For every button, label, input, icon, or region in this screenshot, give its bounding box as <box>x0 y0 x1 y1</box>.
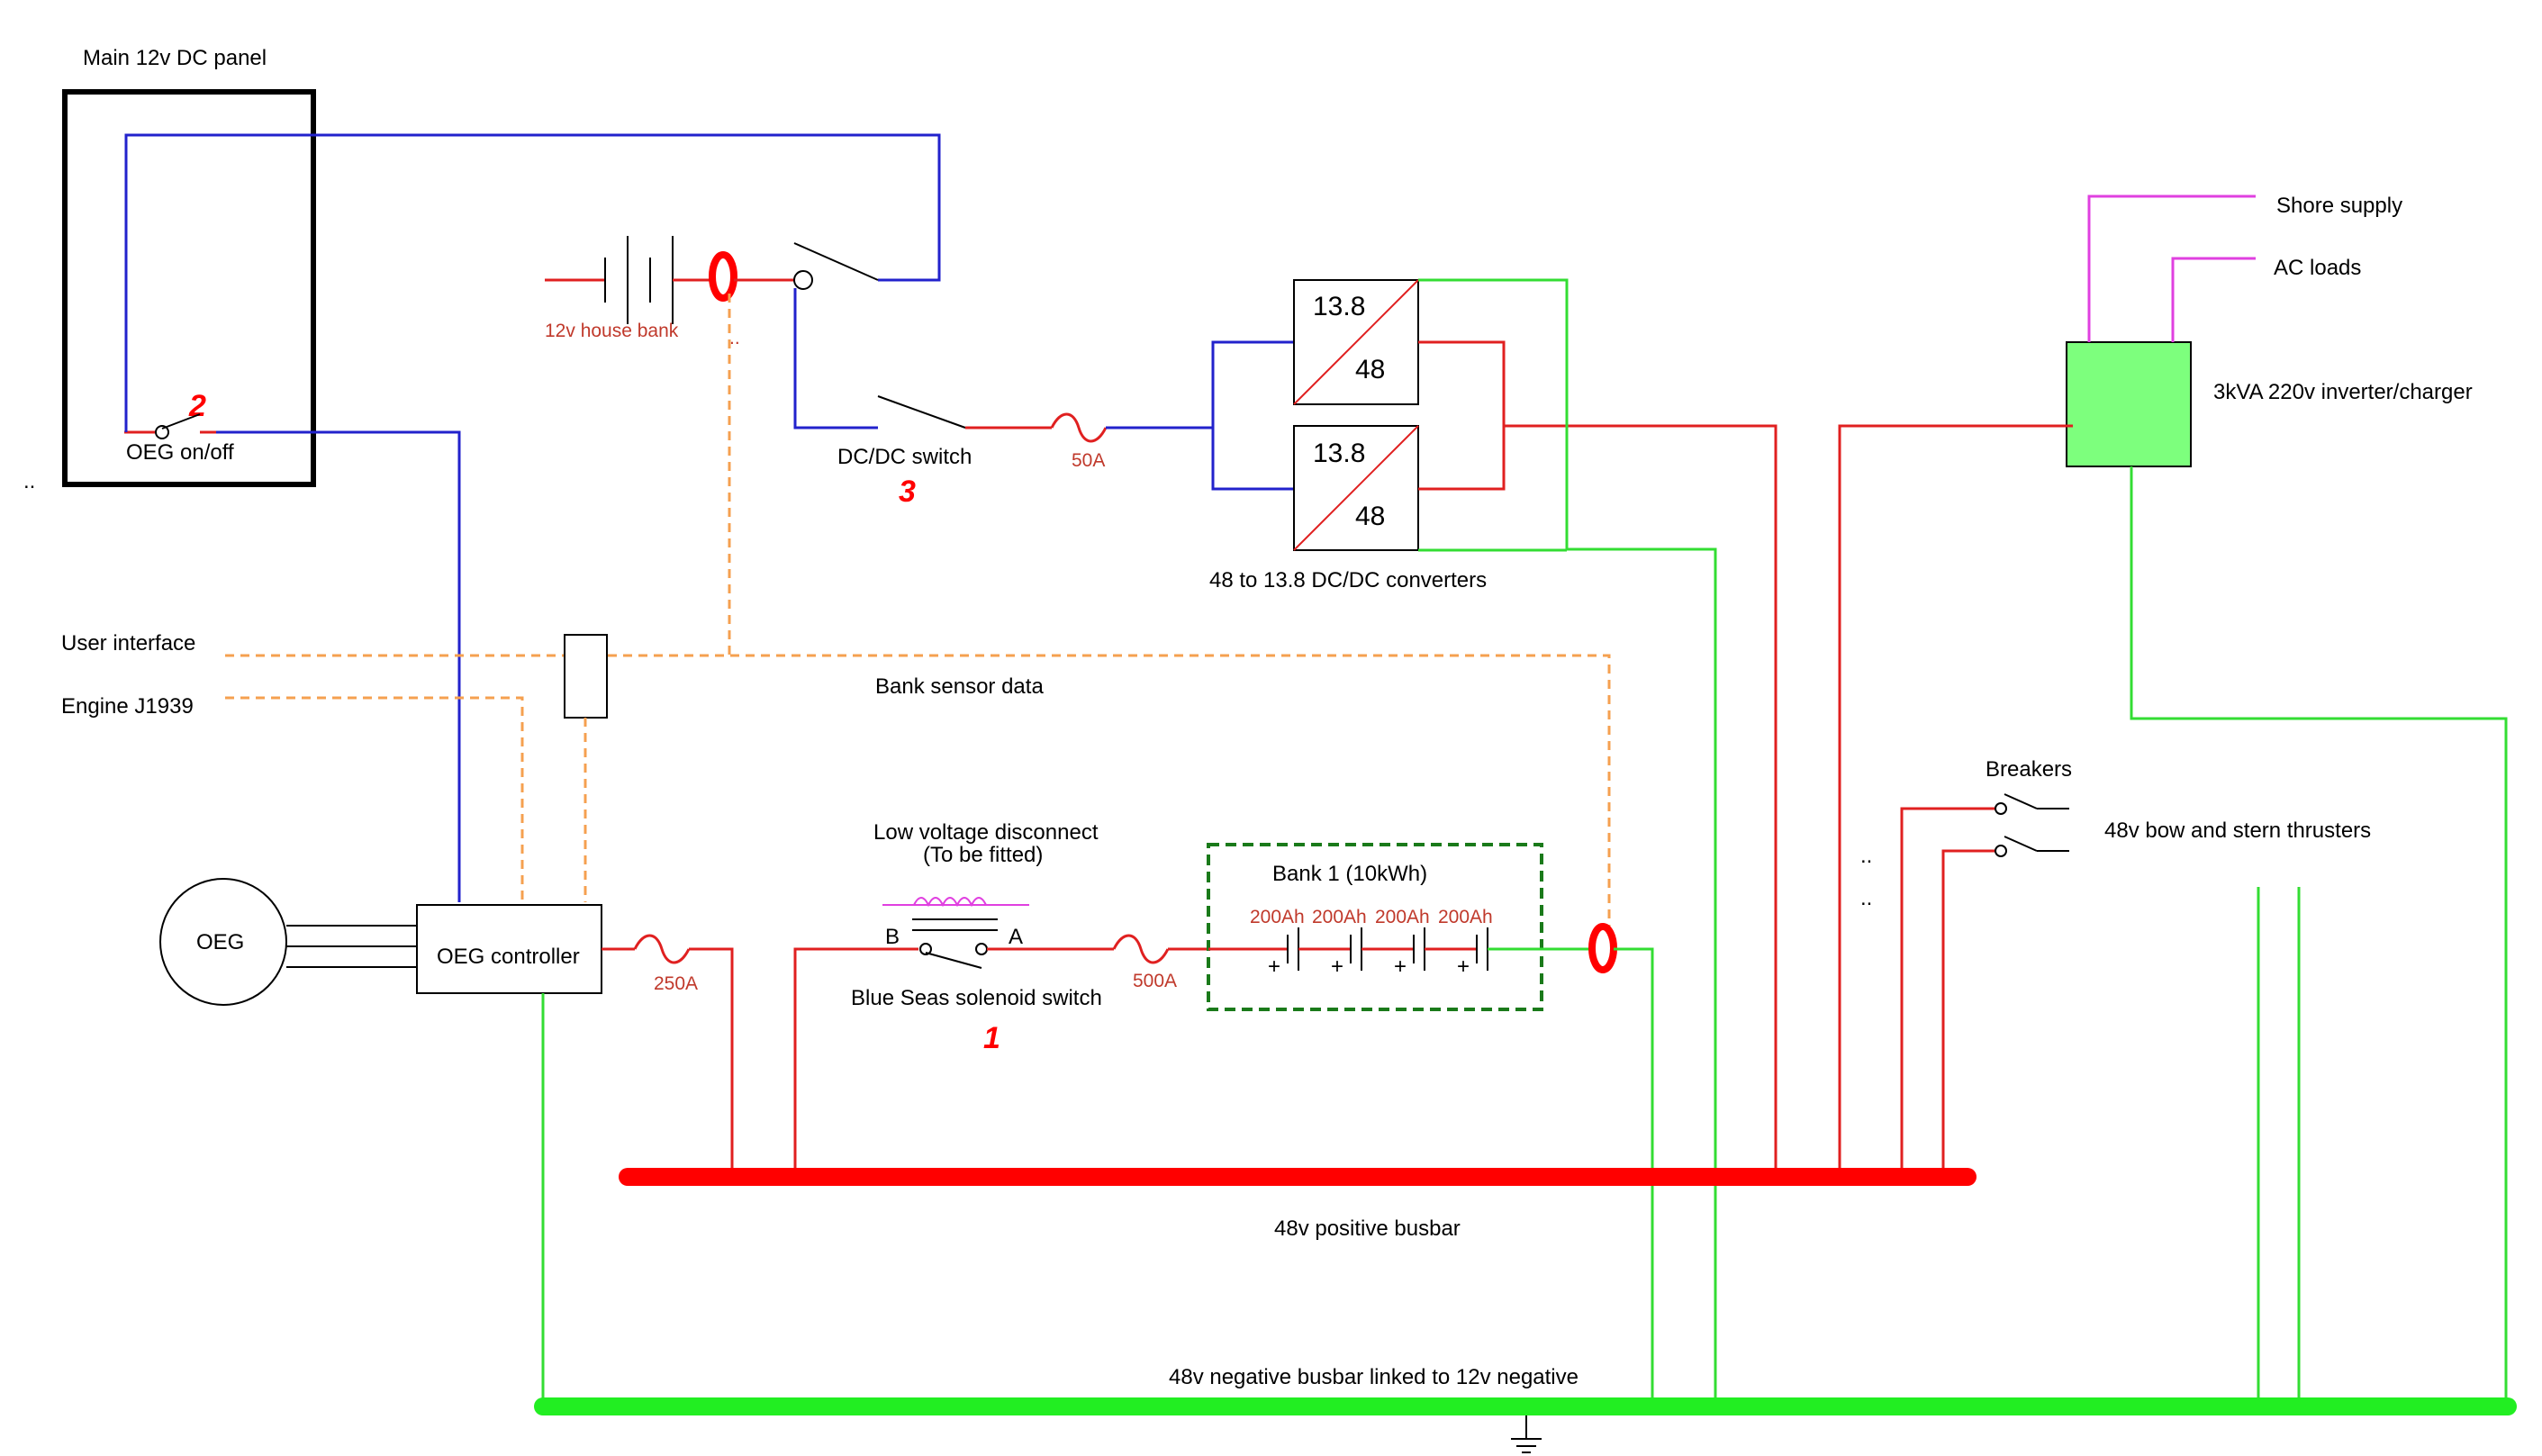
bank-sensor-label: Bank sensor data <box>875 674 1044 699</box>
fuse-50a-label: 50A <box>1072 450 1105 471</box>
inverter-box <box>2066 341 2192 467</box>
stray-dots-4: .. <box>1860 886 1872 910</box>
oeg-switch-blade <box>161 413 201 430</box>
shore-supply-label: Shore supply <box>2276 194 2402 218</box>
converter-2-bottom: 48 <box>1355 502 1385 531</box>
breaker-2-feed <box>1941 849 2001 1175</box>
house-bank-shunt <box>709 251 737 302</box>
terminal-a-label: A <box>1009 925 1023 949</box>
solenoid-coil <box>913 897 987 908</box>
red-wire-converters-to-busbar <box>1504 424 1778 1175</box>
blue-wire-to-controller <box>216 430 461 902</box>
converter-2-top: 13.8 <box>1313 439 1365 468</box>
callout-3: 3 <box>899 475 916 509</box>
bank1-label: Bank 1 (10kWh) <box>1272 862 1427 886</box>
dcdc-switch-label: DC/DC switch <box>837 445 972 469</box>
cell-3-plus: + <box>1394 954 1407 979</box>
bank1-shunt <box>1588 923 1617 973</box>
solenoid-blade <box>925 952 982 969</box>
shore-supply-wire <box>2087 194 2256 342</box>
stray-dots-2: .. <box>729 328 740 348</box>
green-wire-converters-neg-1 <box>1418 278 1717 1403</box>
cell-2-label: 200Ah <box>1312 907 1367 927</box>
converter-2-diagonal <box>1293 425 1419 551</box>
fuse-500a <box>1112 934 1170 964</box>
engine-j1939-data-line <box>225 696 524 902</box>
stray-dots-1: .. <box>23 469 35 493</box>
breaker-2-blade <box>2004 836 2038 852</box>
house-bank-label: 12v house bank <box>545 321 679 341</box>
oeg-controller-box <box>416 904 602 994</box>
blue-wire-converter-split <box>1211 340 1297 491</box>
oeg-switch-pivot <box>155 425 169 439</box>
ac-loads-wire <box>2171 257 2256 342</box>
green-wire-bank-neg <box>1614 947 1654 1403</box>
blue-wire-to-dcdc-switch <box>793 288 878 430</box>
negative-busbar-label: 48v negative busbar linked to 12v negati… <box>1169 1365 1579 1389</box>
main-panel-box <box>62 89 316 487</box>
main-panel-title: Main 12v DC panel <box>83 46 267 70</box>
bank1-box <box>1207 843 1543 1011</box>
breaker-1-pivot <box>1995 802 2007 815</box>
callout-1: 1 <box>983 1021 1000 1055</box>
fuse-250-to-busbar <box>689 947 734 1175</box>
engine-j1939-label: Engine J1939 <box>61 694 194 719</box>
user-interface-data-line <box>225 654 1611 930</box>
breaker-1-blade <box>2004 793 2038 809</box>
lvd-label-1: Low voltage disconnect <box>873 820 1099 845</box>
fuse-50a <box>1050 412 1108 443</box>
red-wire-inverter-to-busbar <box>1838 424 2073 1175</box>
positive-busbar-label: 48v positive busbar <box>1274 1216 1461 1241</box>
cell-1-label: 200Ah <box>1250 907 1305 927</box>
fuse-250a <box>633 934 691 964</box>
oeg-generator <box>159 878 287 1006</box>
cell-2-plus: + <box>1331 954 1343 979</box>
thrusters-label: 48v bow and stern thrusters <box>2104 818 2371 843</box>
converter-1-top: 13.8 <box>1313 292 1365 321</box>
ac-loads-label: AC loads <box>2274 256 2361 280</box>
isolator-blade <box>793 242 879 281</box>
callout-2: 2 <box>188 389 206 423</box>
cell-1-plus: + <box>1268 954 1280 979</box>
fuse-250a-label: 250A <box>654 973 698 994</box>
converter-1-diagonal <box>1293 279 1419 405</box>
solenoid-label: Blue Seas solenoid switch <box>851 986 1102 1010</box>
converter-1-bottom: 48 <box>1355 355 1385 384</box>
breaker-1-feed <box>1900 807 2001 1175</box>
cell-4-label: 200Ah <box>1438 907 1493 927</box>
red-wire-converter-join <box>1418 340 1506 491</box>
breakers-label: Breakers <box>1986 757 2072 782</box>
busbar-to-solenoid <box>793 947 918 1175</box>
oeg-controller-label: OEG controller <box>437 945 580 969</box>
converters-label: 48 to 13.8 DC/DC converters <box>1209 568 1487 592</box>
cell-3-label: 200Ah <box>1375 907 1430 927</box>
cell-4-plus: + <box>1457 954 1470 979</box>
data-hub-box <box>564 634 608 719</box>
blue-wire-panel-loop <box>124 133 941 432</box>
solenoid-terminal-a <box>975 943 988 955</box>
user-interface-label: User interface <box>61 631 195 656</box>
fuse-500a-label: 500A <box>1133 971 1177 991</box>
isolator-pivot <box>793 270 813 290</box>
breaker-2-pivot <box>1995 845 2007 857</box>
solenoid-terminal-b <box>919 943 932 955</box>
dcdc-switch-blade <box>877 395 966 429</box>
oeg-onoff-label: OEG on/off <box>126 440 234 465</box>
terminal-b-label: B <box>885 925 900 949</box>
inverter-label: 3kVA 220v inverter/charger <box>2213 380 2473 404</box>
stray-dots-3: .. <box>1860 844 1872 868</box>
oeg-label: OEG <box>196 930 244 954</box>
green-wire-inverter-neg <box>2130 466 2508 1403</box>
lvd-label-2: (To be fitted) <box>923 843 1043 867</box>
